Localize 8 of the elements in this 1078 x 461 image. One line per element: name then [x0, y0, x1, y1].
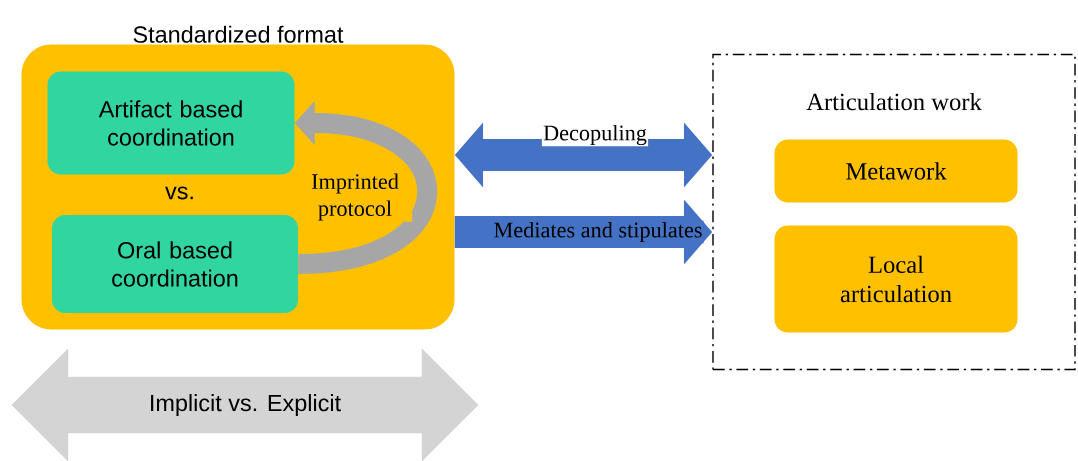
text-label: vs. [165, 186, 193, 200]
process-box: Artifact based coordination [47, 71, 295, 175]
process-box: Metawork [774, 139, 1018, 203]
edge-label: Imprinted protocol [297, 172, 413, 222]
process-box: Oral based coordination [52, 215, 298, 313]
node-label: Standardized format [133, 25, 344, 43]
edge-label: Decopuling [541, 123, 649, 147]
process-box: Local articulation [774, 225, 1018, 333]
